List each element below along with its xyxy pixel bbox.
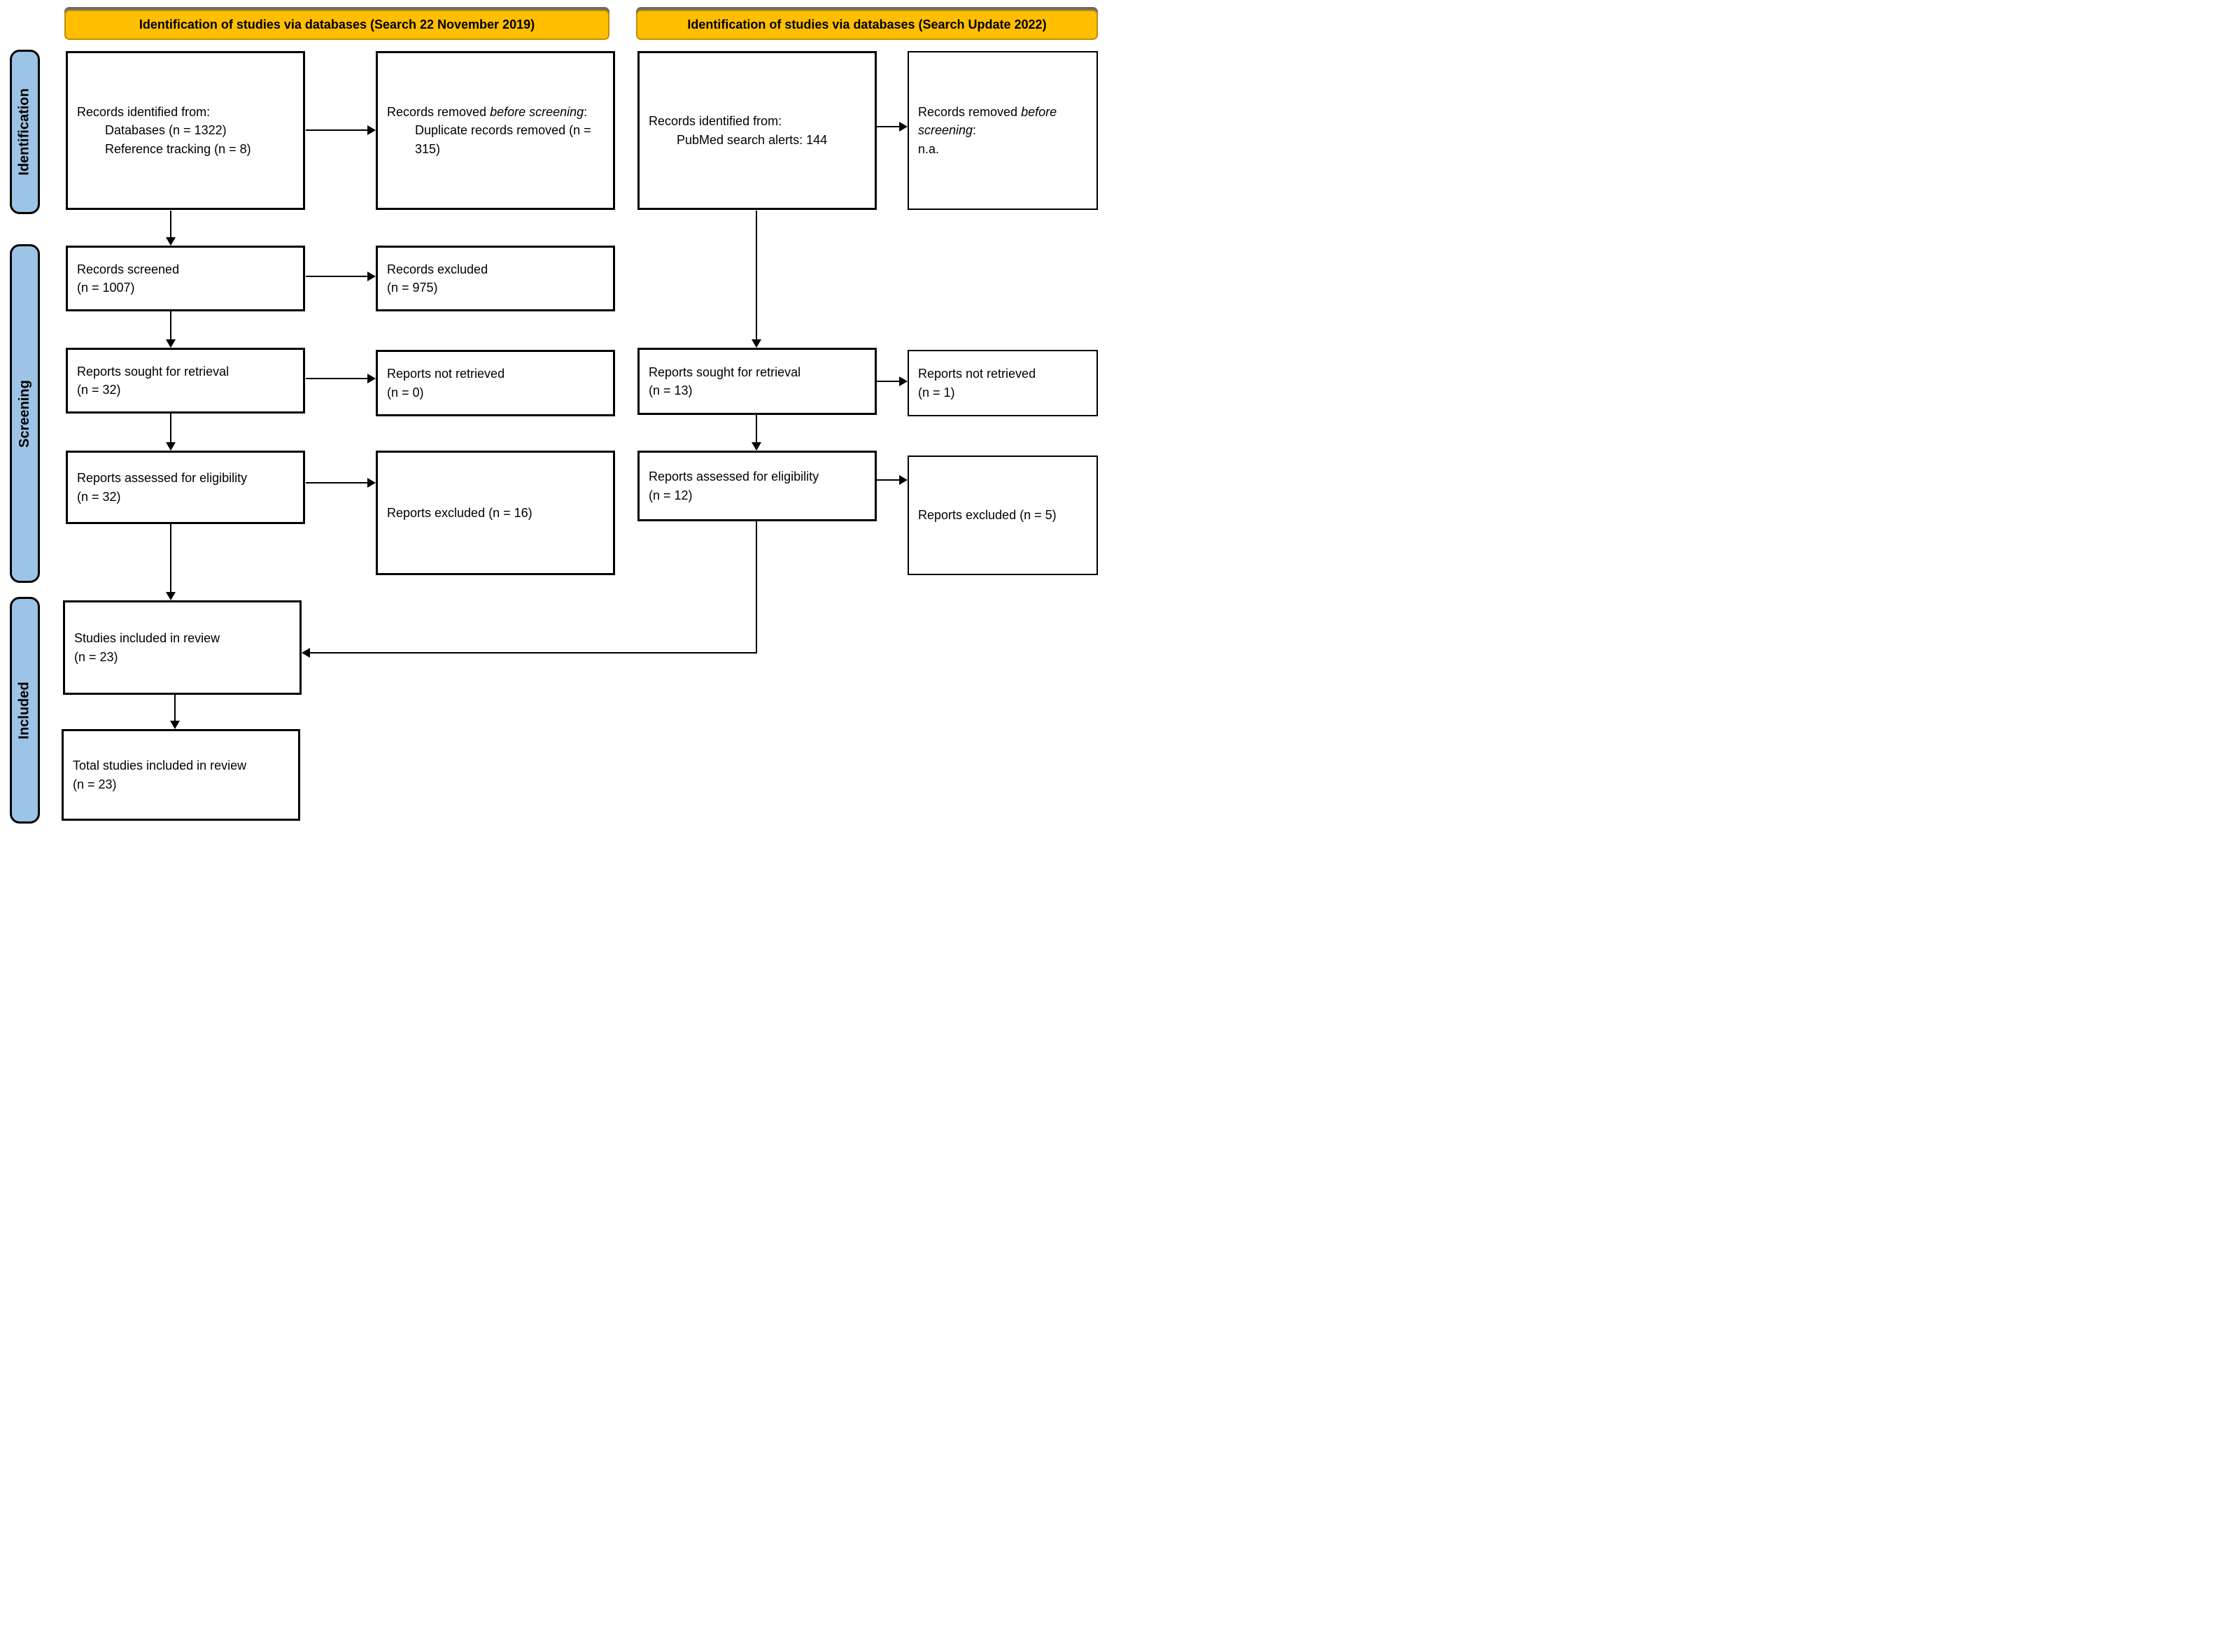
arrowhead-right-icon: [367, 125, 376, 135]
phase-label-screening: Screening: [10, 244, 40, 583]
arrow-identified-to-removed: [306, 125, 376, 135]
arrow-identified-to-sought-update: [752, 211, 761, 348]
arrowhead-right-icon: [899, 376, 908, 386]
arrow-sought-to-notretrieved-update: [877, 376, 908, 386]
box-text-line: Reports excluded (n = 16): [387, 505, 533, 520]
arrow-sought-to-notretrieved: [306, 374, 376, 383]
box-records-removed-before-screening: Records removed before screening: Duplic…: [376, 51, 615, 210]
box-reports-sought-retrieval-update: Reports sought for retrieval (n = 13): [637, 348, 877, 415]
arrow-included-to-total: [170, 695, 180, 729]
box-records-screened: Records screened (n = 1007): [66, 246, 305, 311]
box-text-line: Records identified from:: [649, 114, 782, 129]
arrowhead-left-icon: [302, 648, 310, 658]
box-text-subline: Databases (n = 1322): [105, 123, 227, 138]
box-text-line: (n = 32): [77, 383, 121, 397]
box-text-line: Reports assessed for eligibility: [77, 471, 248, 486]
arrowhead-right-icon: [367, 478, 376, 488]
box-text-line: (n = 0): [387, 385, 424, 400]
arrow-sought-to-assessed: [166, 414, 176, 451]
arrowhead-down-icon: [752, 442, 761, 451]
box-text-italic: before screening: [918, 105, 1057, 138]
box-text-line: Total studies included in review: [73, 758, 247, 773]
arrow-assessed-to-repexcluded-update: [877, 475, 908, 485]
banner-search-update-2022: Identification of studies via databases …: [636, 10, 1098, 40]
box-text-line: Reports excluded (n = 5): [918, 508, 1057, 523]
arrow-identified-to-screened: [166, 211, 176, 246]
arrowhead-right-icon: [899, 475, 908, 485]
arrowhead-down-icon: [170, 721, 180, 729]
box-text-subline: Duplicate records removed (n = 315): [415, 123, 591, 156]
connector-update-down-segment: [756, 521, 757, 654]
box-text-line: n.a.: [918, 141, 940, 156]
arrowhead-right-icon: [899, 122, 908, 132]
box-text-subline: Reference tracking (n = 8): [105, 141, 251, 156]
arrowhead-down-icon: [166, 592, 176, 600]
arrow-update-to-included: [302, 648, 757, 658]
box-text-line: (n = 12): [649, 488, 693, 502]
box-text-part: :: [584, 105, 588, 120]
box-reports-not-retrieved: Reports not retrieved (n = 0): [376, 350, 615, 416]
box-text-line: (n = 1): [918, 385, 955, 400]
box-text-line: Reports sought for retrieval: [77, 364, 230, 379]
arrowhead-right-icon: [367, 271, 376, 281]
box-text-line: Records identified from:: [77, 105, 211, 120]
box-text-line: Studies included in review: [74, 631, 220, 646]
box-reports-excluded-update: Reports excluded (n = 5): [908, 456, 1098, 575]
box-text-line: (n = 32): [77, 489, 121, 504]
box-records-identified-databases: Records identified from: Databases (n = …: [66, 51, 305, 210]
box-text-line: (n = 13): [649, 383, 693, 397]
arrowhead-down-icon: [752, 339, 761, 348]
box-reports-excluded: Reports excluded (n = 16): [376, 451, 615, 575]
arrow-screened-to-sought: [166, 311, 176, 348]
box-text-line: Records excluded: [387, 262, 488, 276]
arrowhead-right-icon: [367, 374, 376, 383]
box-studies-included-review: Studies included in review (n = 23): [63, 600, 302, 695]
box-text-line: Records removed before screening:: [918, 103, 1090, 139]
arrowhead-down-icon: [166, 442, 176, 451]
phase-label-identification-text: Identification: [17, 88, 33, 176]
phase-label-included-text: Included: [17, 681, 33, 740]
arrow-assessed-to-included: [166, 524, 176, 600]
box-records-removed-before-screening-update: Records removed before screening: n.a.: [908, 51, 1098, 210]
box-text-line: Records screened: [77, 262, 180, 276]
box-reports-not-retrieved-update: Reports not retrieved (n = 1): [908, 350, 1098, 416]
box-text-line: Reports not retrieved: [387, 367, 505, 381]
box-total-studies-included-review: Total studies included in review (n = 23…: [62, 729, 300, 821]
box-text-italic: before screening: [490, 105, 584, 120]
box-text-part: :: [973, 123, 977, 138]
arrow-screened-to-excluded: [306, 271, 376, 281]
box-text-line: (n = 23): [74, 649, 118, 664]
box-text-part: Records removed: [918, 105, 1022, 120]
phase-label-identification: Identification: [10, 50, 40, 214]
prisma-flow-diagram: Identification of studies via databases …: [0, 0, 1110, 826]
arrowhead-down-icon: [166, 339, 176, 348]
banner-search-2019: Identification of studies via databases …: [64, 10, 609, 40]
box-text-line: Records removed before screening:: [387, 103, 606, 121]
arrow-assessed-to-repexcluded: [306, 478, 376, 488]
box-text-line: Reports not retrieved: [918, 367, 1036, 381]
box-text-line: Reports sought for retrieval: [649, 365, 801, 379]
box-reports-assessed-eligibility: Reports assessed for eligibility (n = 32…: [66, 451, 305, 524]
box-text-line: (n = 23): [73, 777, 117, 791]
arrowhead-down-icon: [166, 237, 176, 246]
box-records-excluded: Records excluded (n = 975): [376, 246, 615, 311]
arrow-identified-to-removed-update: [877, 122, 908, 132]
box-text-line: (n = 1007): [77, 281, 135, 295]
box-text-part: Records removed: [387, 105, 491, 120]
arrow-sought-to-assessed-update: [752, 415, 761, 451]
phase-label-screening-text: Screening: [17, 379, 33, 448]
box-text-line: Reports assessed for eligibility: [649, 470, 819, 484]
box-text-subline: PubMed search alerts: 144: [677, 132, 828, 147]
box-reports-sought-retrieval: Reports sought for retrieval (n = 32): [66, 348, 305, 414]
box-records-identified-pubmed-update: Records identified from: PubMed search a…: [637, 51, 877, 210]
box-text-line: (n = 975): [387, 281, 438, 295]
phase-label-included: Included: [10, 597, 40, 824]
box-reports-assessed-eligibility-update: Reports assessed for eligibility (n = 12…: [637, 451, 877, 521]
